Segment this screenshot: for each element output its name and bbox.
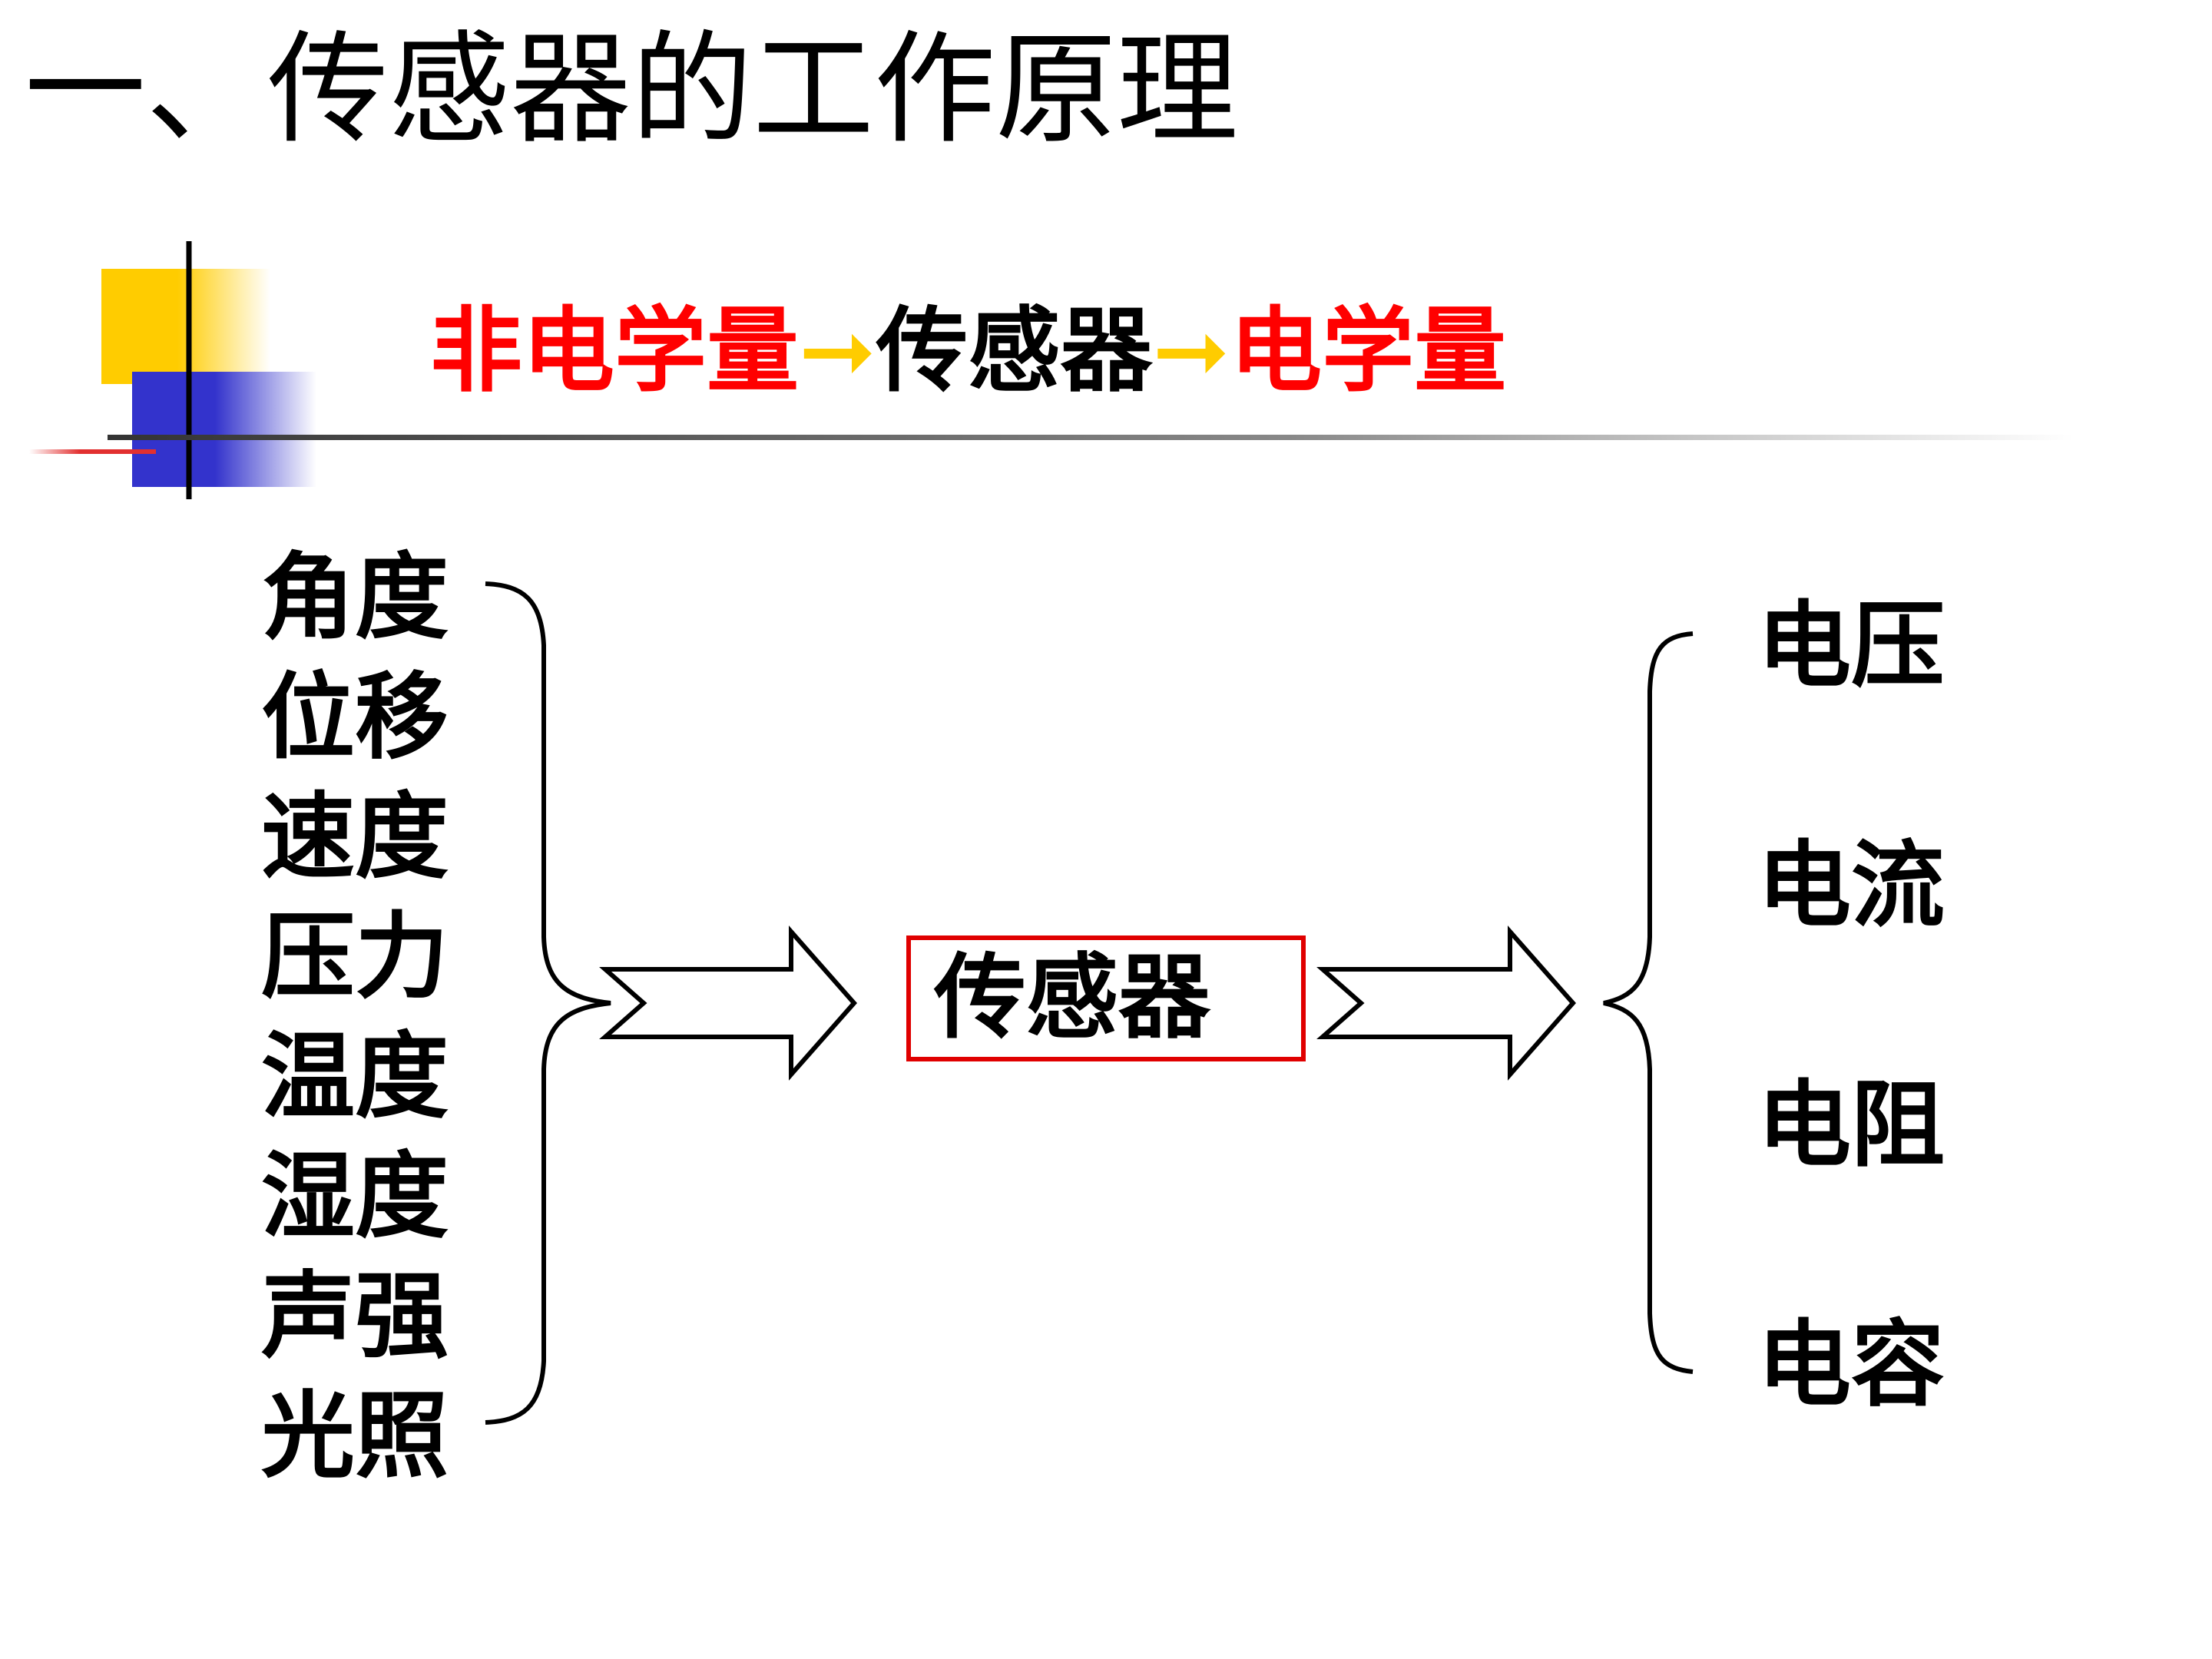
deco-red-line	[29, 449, 156, 454]
deco-yellow-square	[101, 269, 270, 384]
page-title: 一、传感器的工作原理	[25, 19, 1238, 161]
formula-device: 传感器	[876, 298, 1153, 405]
input-quantity-list: 角度 位移 速度 压力 温度 湿度 声强 光照	[261, 538, 449, 1496]
left-brace	[485, 581, 611, 1425]
deco-horizontal-line	[108, 435, 2074, 440]
input-item-pressure: 压力	[261, 902, 449, 1012]
input-item-displacement: 位移	[261, 663, 449, 772]
formula-arrow-icon: ➞	[1152, 298, 1230, 405]
input-item-illumination: 光照	[261, 1382, 449, 1491]
output-item-capacitance: 电容	[1757, 1310, 1945, 1419]
input-item-humidity: 湿度	[261, 1142, 449, 1251]
input-item-sound-intensity: 声强	[261, 1262, 449, 1371]
output-item-current: 电流	[1757, 831, 1945, 940]
deco-blue-square	[132, 372, 316, 487]
output-item-resistance: 电阻	[1757, 1071, 1945, 1180]
sensor-box: 传感器	[906, 935, 1306, 1061]
formula-input: 非电学量	[430, 298, 799, 405]
formula-output: 电学量	[1230, 298, 1507, 405]
formula-arrow-icon: ➞	[799, 298, 876, 405]
arrow-to-sensor	[599, 926, 857, 1081]
input-item-speed: 速度	[261, 783, 449, 892]
input-item-temperature: 温度	[261, 1022, 449, 1131]
output-item-voltage: 电压	[1757, 591, 1945, 700]
arrow-from-sensor	[1316, 926, 1576, 1081]
right-brace	[1603, 631, 1694, 1374]
conversion-formula: 非电学量➞传感器➞电学量	[430, 306, 1506, 398]
input-item-angle: 角度	[261, 543, 449, 652]
